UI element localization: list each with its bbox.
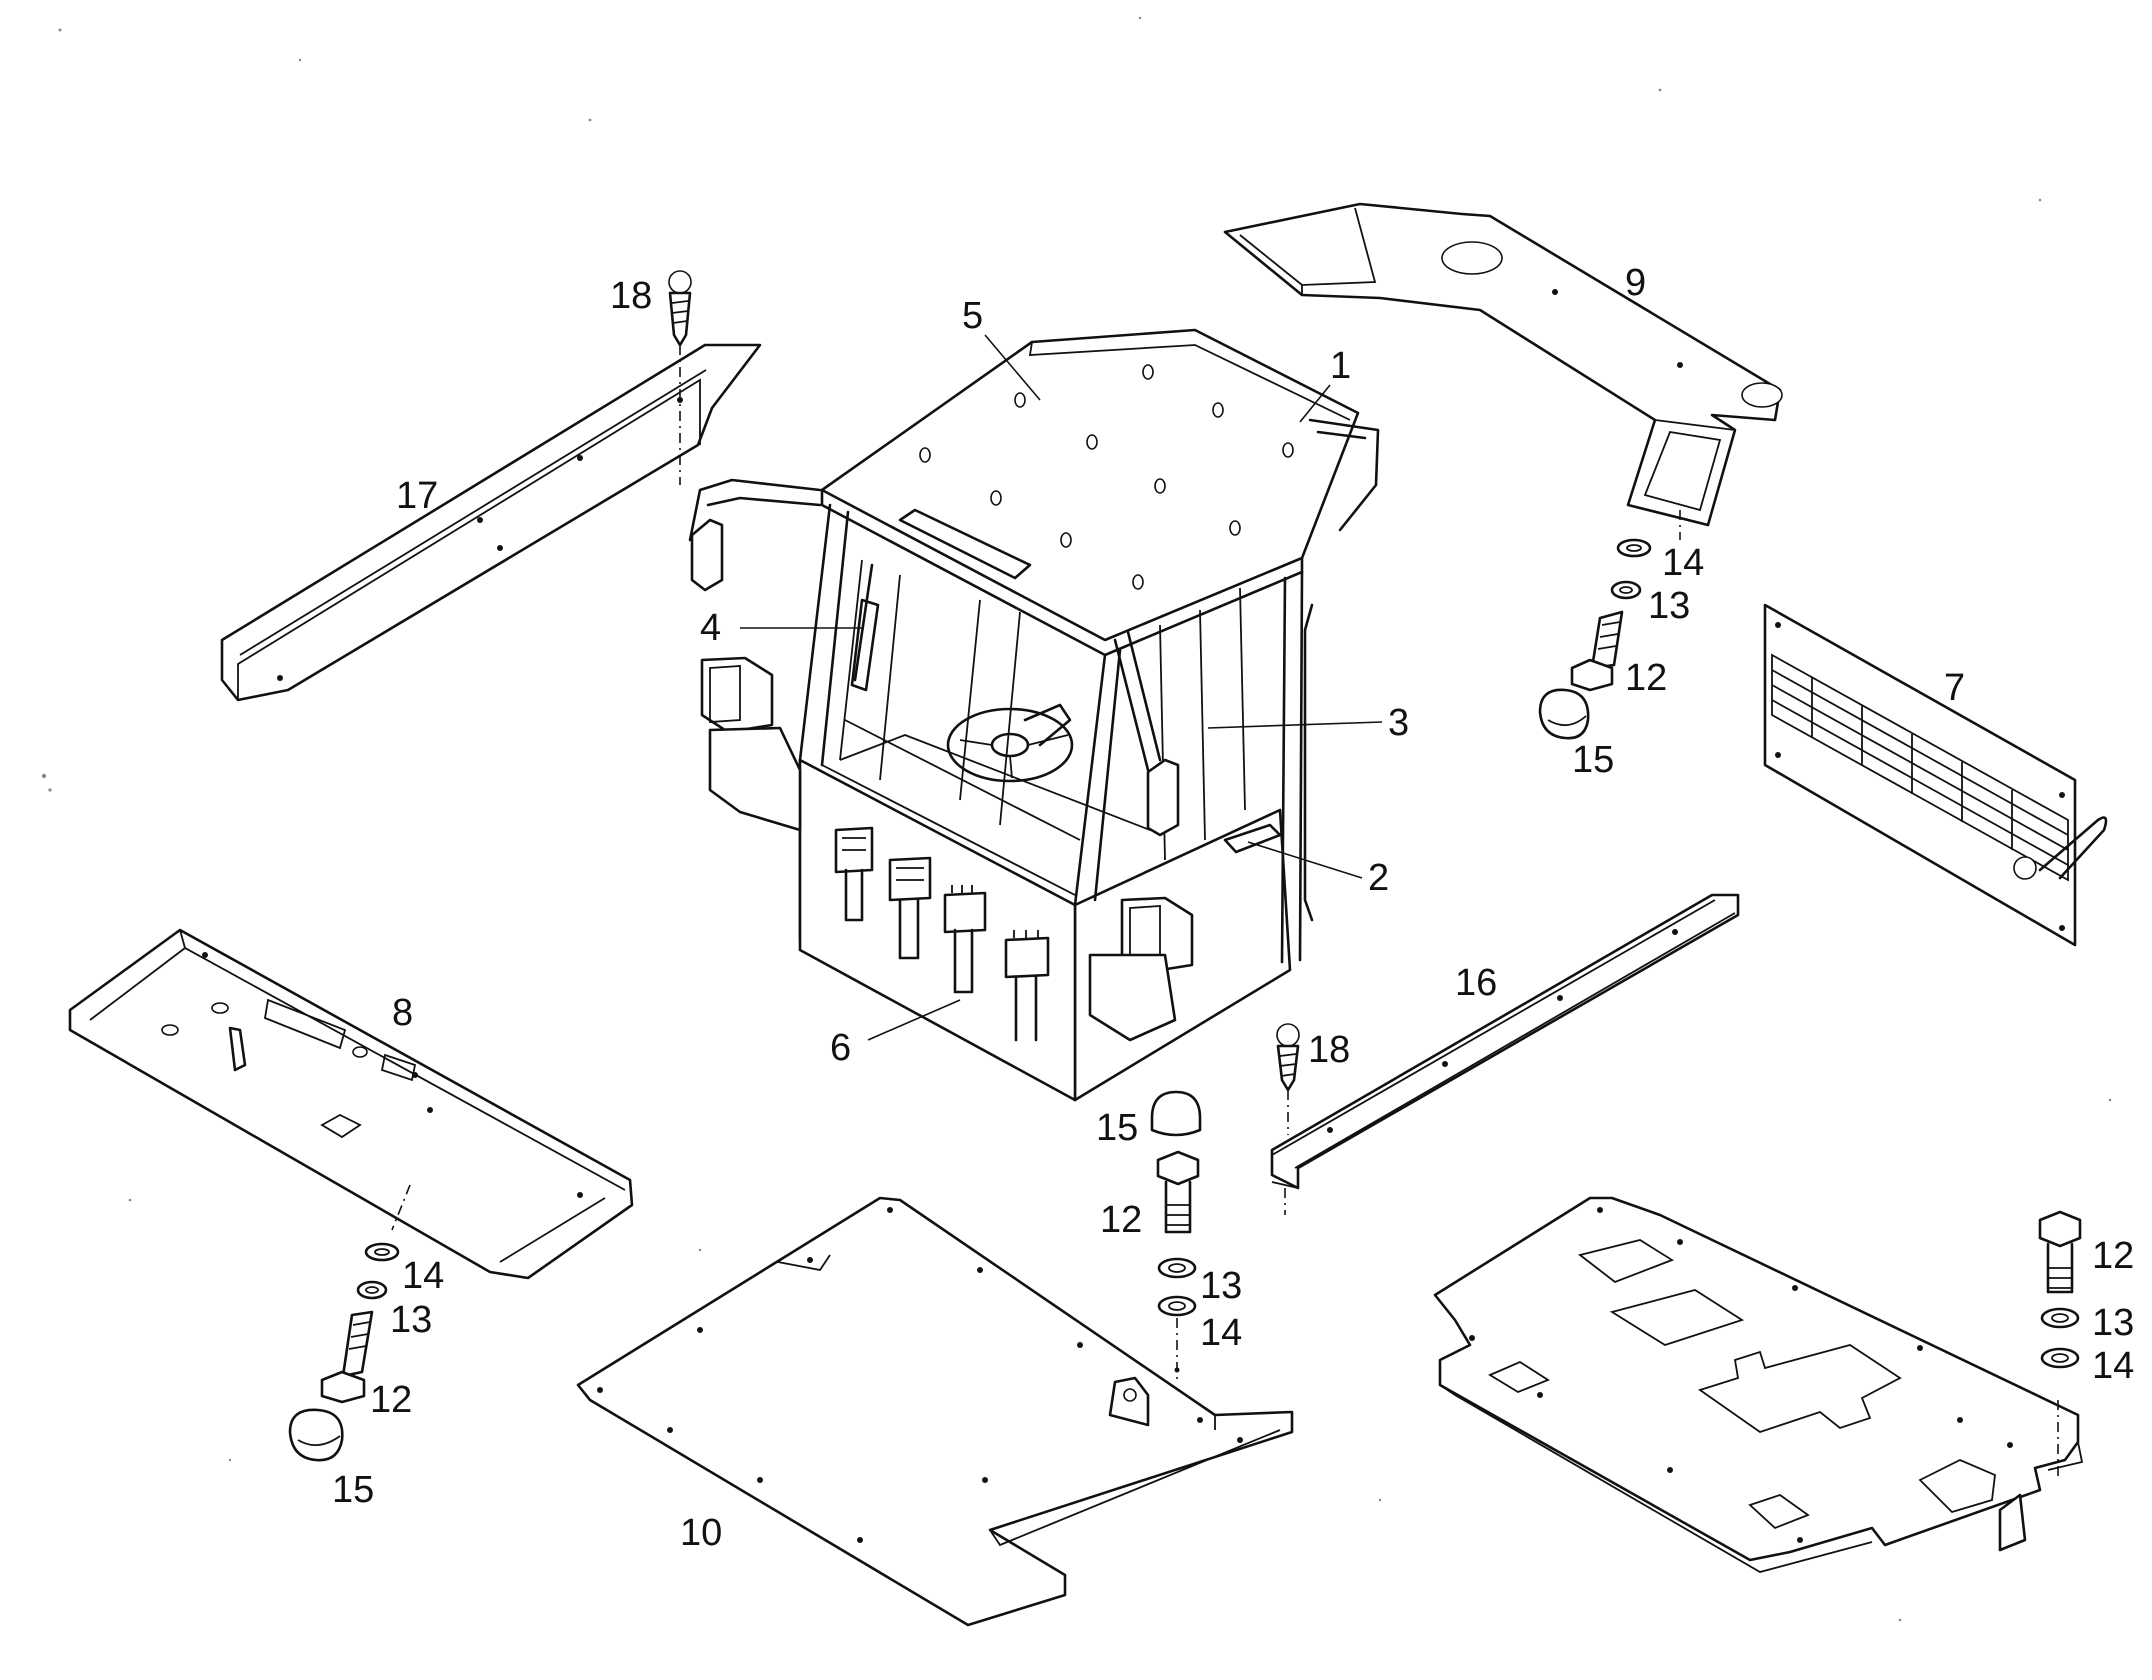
part-18-screw-lower [1276,1023,1300,1135]
callout-labels: 1 2 3 4 5 6 7 8 9 10 12 12 12 12 13 13 1… [332,262,2134,1554]
fastener-stack-right [2038,1210,2082,1369]
callout-7: 7 [1944,667,1965,709]
callout-15-left: 15 [332,1469,374,1511]
part-8-dash-panel [68,928,634,1280]
fastener-stack-left [288,1242,400,1462]
callout-18-top: 18 [610,275,652,317]
callout-14-top-right: 14 [1662,542,1704,584]
callout-6: 6 [830,1027,851,1069]
callout-15-center: 15 [1096,1107,1138,1149]
callout-14-center: 14 [1200,1312,1242,1354]
callout-2: 2 [1368,857,1389,899]
callout-17: 17 [396,475,438,517]
part-18-screw-top [668,270,692,485]
callout-9: 9 [1625,262,1646,304]
callout-3: 3 [1388,702,1409,744]
callout-10: 10 [680,1512,722,1554]
callout-16: 16 [1455,962,1497,1004]
callout-15-top-right: 15 [1572,739,1614,781]
callout-4: 4 [700,607,721,649]
callout-13-right: 13 [2092,1302,2134,1344]
callout-18-lower: 18 [1308,1029,1350,1071]
callout-13-top-right: 13 [1648,585,1690,627]
callout-12-right: 12 [2092,1235,2134,1277]
callout-14-right: 14 [2092,1345,2134,1387]
electrical-connectors [834,826,1050,1042]
fastener-stack-top-right [1538,538,1652,740]
fastener-stack-center [1150,1090,1202,1382]
leader-lines [740,334,1383,1041]
callout-5: 5 [962,295,983,337]
roof-holes [919,364,1294,590]
part-7-grille-panel [1763,603,2108,947]
callout-13-left: 13 [390,1299,432,1341]
background-specks [41,16,2112,1622]
callout-12-left: 12 [370,1379,412,1421]
callout-12-top-right: 12 [1625,657,1667,699]
callout-1: 1 [1330,345,1351,387]
part-10-floor-plate [576,1196,1294,1627]
callout-14-left: 14 [402,1255,444,1297]
right-floor-plate [1433,1196,2084,1573]
callout-12-center: 12 [1100,1199,1142,1241]
part-16-right-rail [1270,893,1740,1215]
callout-13-center: 13 [1200,1265,1242,1307]
part-17-left-rail [220,343,762,702]
part-9-air-duct [1223,202,1783,540]
callout-8: 8 [392,992,413,1034]
cab-assembly [688,328,1380,1102]
